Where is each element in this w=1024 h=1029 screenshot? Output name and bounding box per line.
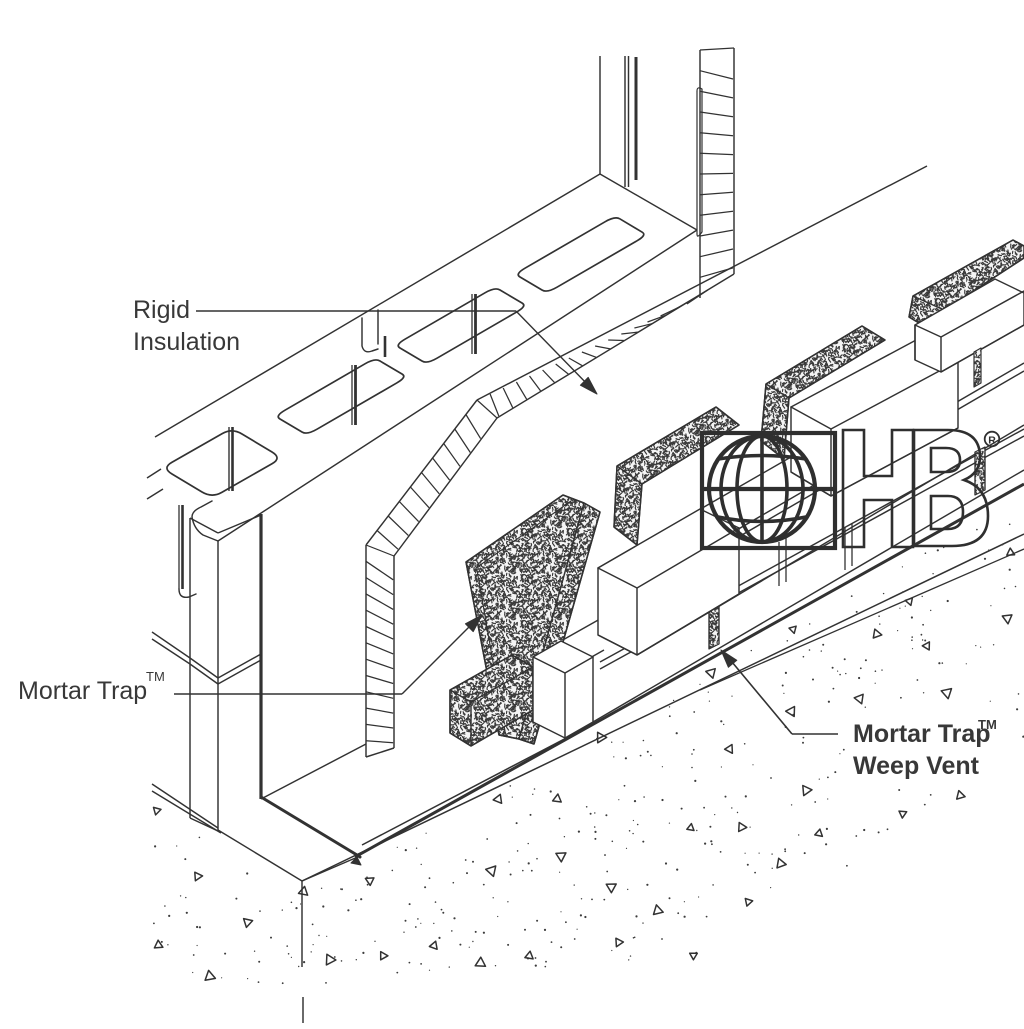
svg-text:TM: TM — [146, 669, 165, 684]
svg-text:Rigid: Rigid — [133, 296, 190, 324]
svg-text:Insulation: Insulation — [133, 328, 240, 356]
svg-text:TM: TM — [978, 717, 997, 732]
svg-text:Mortar Trap: Mortar Trap — [853, 720, 991, 748]
svg-text:R: R — [988, 435, 996, 447]
svg-text:Mortar Trap: Mortar Trap — [18, 677, 147, 705]
svg-text:Weep Vent: Weep Vent — [853, 752, 980, 780]
